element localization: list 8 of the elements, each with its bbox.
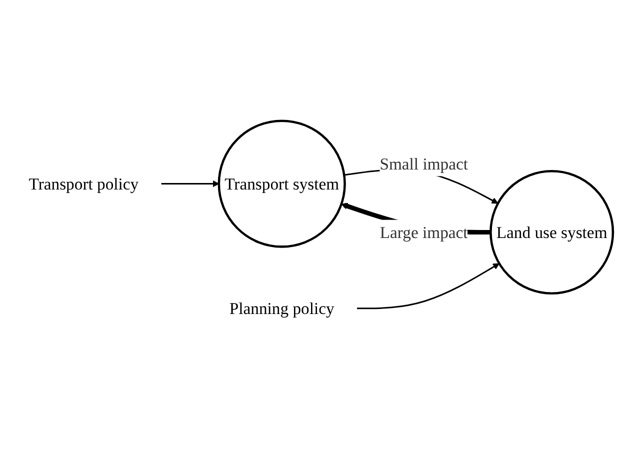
edge-label: Large impact [380, 222, 468, 242]
edge-label: Small impact [380, 154, 468, 174]
node-circle: Land use system [490, 170, 614, 295]
node-circle: Transport system [218, 120, 346, 248]
node-text: Transport policy [28, 174, 139, 194]
node-text: Planning policy [229, 298, 334, 318]
arrow [161, 180, 220, 188]
arrow [357, 263, 500, 310]
